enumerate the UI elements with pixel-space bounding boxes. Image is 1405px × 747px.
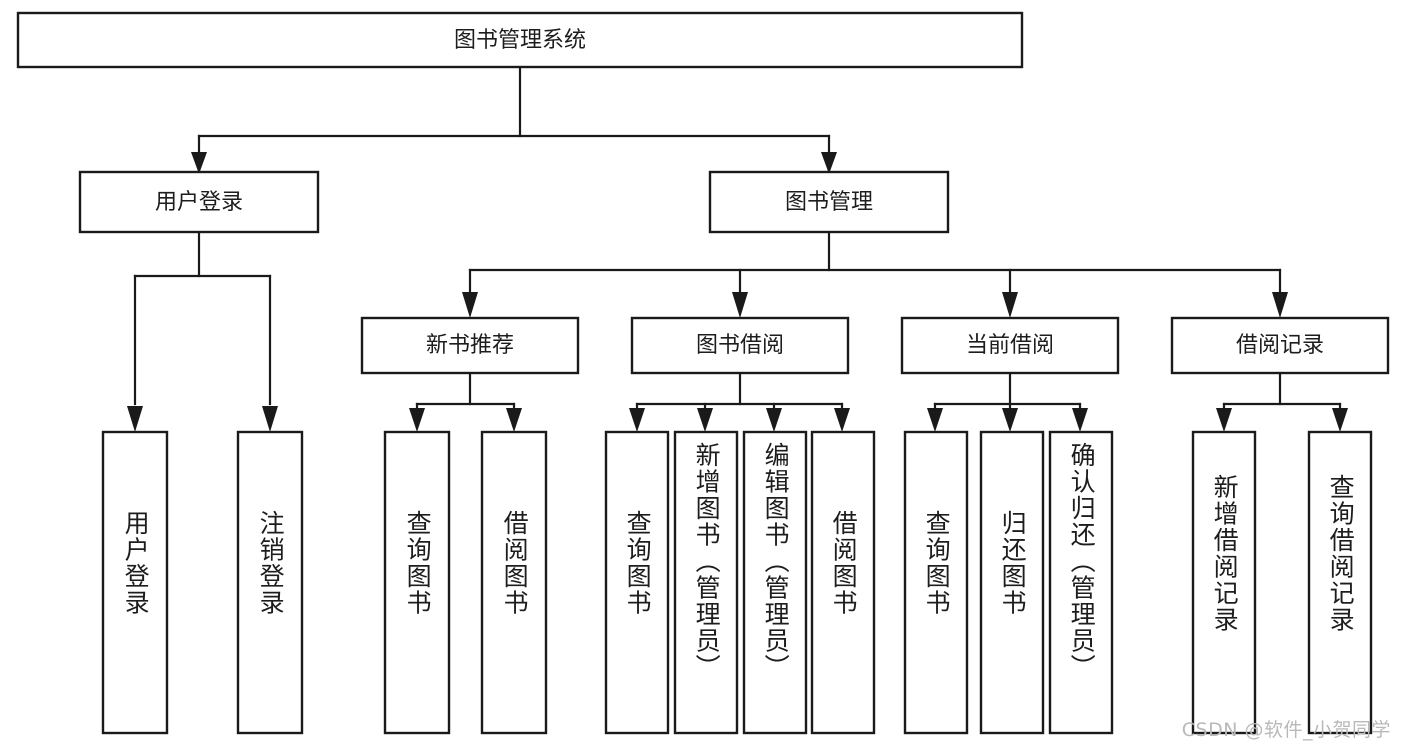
arrowhead-borrow-record — [1272, 292, 1288, 318]
arrowhead-br-add-record — [1216, 408, 1232, 432]
node-borrow-record-label: 借阅记录 — [1236, 333, 1324, 358]
leaf-box-logout[interactable] — [236, 430, 304, 735]
connector-layer — [127, 65, 1348, 432]
node-book-management-label: 图书管理 — [785, 190, 873, 215]
node-root[interactable]: 图书管理系统 — [16, 11, 1024, 69]
arrowhead-bb-query-book — [629, 408, 645, 432]
leaf-box-cb-return-book[interactable] — [979, 430, 1045, 735]
arrowhead-new-book-rec — [462, 292, 478, 318]
leaf-box-br-add-record[interactable] — [1191, 430, 1257, 735]
leaf-box-bb-query-book[interactable] — [604, 430, 670, 735]
arrowhead-br-query-record — [1332, 408, 1348, 432]
arrowhead-book-borrow — [732, 292, 748, 318]
arrowhead-current-borrow — [1002, 292, 1018, 318]
arrowhead-user-login — [191, 152, 207, 174]
arrowhead-bb-borrow-book — [834, 408, 850, 432]
node-book-borrow-label: 图书借阅 — [696, 333, 784, 358]
arrowhead-leaf-logout — [262, 406, 278, 432]
arrowhead-leaf-user-login — [127, 406, 143, 432]
leaf-box-nbr-query-book[interactable] — [383, 430, 451, 735]
node-book-management-box[interactable] — [708, 170, 950, 234]
leaf-box-cb-confirm-return[interactable] — [1048, 430, 1114, 735]
arrowhead-cb-confirm-return — [1072, 408, 1088, 432]
leaf-box-bb-edit-book[interactable] — [742, 430, 808, 735]
leaf-box-cb-query-book[interactable] — [903, 430, 969, 735]
node-current-borrow[interactable]: 当前借阅 — [900, 316, 1120, 375]
arrowhead-bb-edit-book — [766, 408, 782, 432]
node-book-borrow-box[interactable] — [630, 316, 850, 375]
node-new-book-recommend-box[interactable] — [360, 316, 580, 375]
arrowhead-cb-return-book — [1002, 408, 1018, 432]
arrowhead-nbr-borrow-book — [506, 408, 522, 432]
leaf-box-user-login[interactable] — [101, 430, 169, 735]
leaf-box-br-query-record[interactable] — [1307, 430, 1373, 735]
node-new-book-recommend-label: 新书推荐 — [426, 333, 514, 358]
arrowhead-bb-add-book — [697, 408, 713, 432]
arrowhead-cb-query-book — [927, 408, 943, 432]
leaf-box-nbr-borrow-book[interactable] — [480, 430, 548, 735]
node-user-login[interactable]: 用户登录 — [78, 170, 320, 234]
arrowhead-nbr-query-book — [409, 408, 425, 432]
node-root-label: 图书管理系统 — [454, 28, 586, 53]
node-root-box[interactable] — [16, 11, 1024, 69]
node-borrow-record[interactable]: 借阅记录 — [1170, 316, 1390, 375]
node-current-borrow-label: 当前借阅 — [966, 333, 1054, 358]
node-borrow-record-box[interactable] — [1170, 316, 1390, 375]
node-book-management[interactable]: 图书管理 — [708, 170, 950, 234]
watermark: CSDN @软件_小贺同学 — [1181, 719, 1391, 741]
leaf-box-bb-add-book[interactable] — [673, 430, 739, 735]
node-current-borrow-box[interactable] — [900, 316, 1120, 375]
node-new-book-recommend[interactable]: 新书推荐 — [360, 316, 580, 375]
node-user-login-box[interactable] — [78, 170, 320, 234]
node-book-borrow[interactable]: 图书借阅 — [630, 316, 850, 375]
arrowhead-book-management — [821, 152, 837, 174]
node-user-login-label: 用户登录 — [155, 190, 243, 215]
leaf-box-bb-borrow-book[interactable] — [810, 430, 876, 735]
